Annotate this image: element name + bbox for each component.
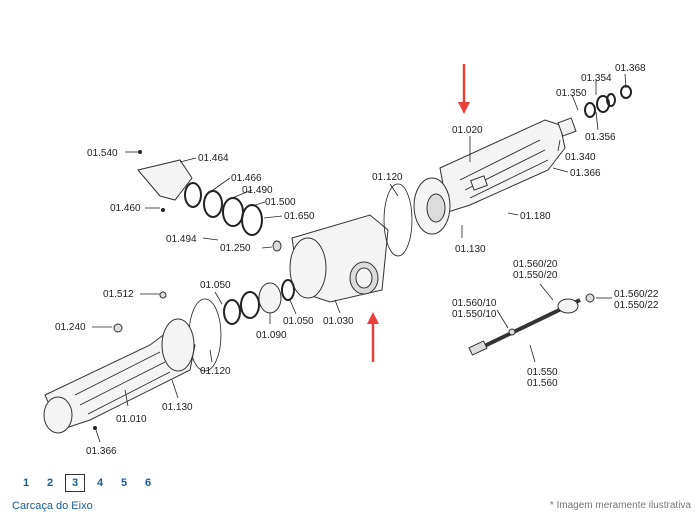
- label-01466: 01.466: [231, 173, 262, 184]
- label-0155022: 01.550/22: [614, 300, 659, 311]
- label-01650: 01.650: [284, 211, 315, 222]
- label-01030: 01.030: [323, 316, 354, 327]
- left-axle-housing: [43, 291, 196, 434]
- label-0156020: 01.560/20: [513, 259, 558, 270]
- label-01540: 01.540: [87, 148, 118, 159]
- label-01090: 01.090: [256, 330, 287, 341]
- upper-ring-stack: [184, 182, 282, 252]
- label-01354: 01.354: [581, 73, 612, 84]
- page-link-4[interactable]: 4: [96, 477, 104, 489]
- page-link-2[interactable]: 2: [46, 477, 54, 489]
- label-01366-right: 01.366: [570, 168, 601, 179]
- label-01512: 01.512: [103, 289, 134, 300]
- label-01356: 01.356: [585, 132, 616, 143]
- right-gasket: [383, 183, 413, 257]
- label-01490: 01.490: [242, 185, 273, 196]
- differential-housing: [289, 214, 389, 303]
- label-01464: 01.464: [198, 153, 229, 164]
- label-01010: 01.010: [116, 414, 147, 425]
- top-bracket: [137, 150, 193, 212]
- page-link-1[interactable]: 1: [22, 477, 30, 489]
- label-01050-bottom: 01.050: [283, 316, 314, 327]
- label-01494: 01.494: [166, 234, 197, 245]
- label-01350: 01.350: [556, 88, 587, 99]
- label-01020: 01.020: [452, 125, 483, 136]
- label-01130-right: 01.130: [455, 244, 486, 255]
- page-link-3-active[interactable]: 3: [65, 474, 85, 492]
- red-arrow-top: [458, 64, 470, 114]
- left-gasket: [188, 298, 222, 372]
- diagram-caption: Carcaça do Eixo: [12, 500, 93, 512]
- label-0156022: 01.560/22: [614, 289, 659, 300]
- label-01460: 01.460: [110, 203, 141, 214]
- red-arrow-bottom: [367, 312, 379, 362]
- pagination: 1 2 3 4 5 6: [14, 474, 160, 492]
- part-labels: 01.368 01.354 01.350 01.356 01.020 01.34…: [55, 63, 659, 457]
- label-01560: 01.560: [527, 378, 558, 389]
- label-0155010: 01.550/10: [452, 309, 497, 320]
- tie-rod-assembly: [468, 293, 595, 356]
- label-01050-top: 01.050: [200, 280, 231, 291]
- label-01366-left: 01.366: [86, 446, 117, 457]
- label-0155020: 01.550/20: [513, 270, 558, 281]
- page-link-5[interactable]: 5: [120, 477, 128, 489]
- leader-lines: [92, 73, 627, 443]
- right-end-bearings: [557, 85, 632, 137]
- label-01120-right: 01.120: [372, 172, 403, 183]
- label-01120-left: 01.120: [200, 366, 231, 377]
- label-01250: 01.250: [220, 243, 251, 254]
- label-01500: 01.500: [265, 197, 296, 208]
- label-01340: 01.340: [565, 152, 596, 163]
- label-01240: 01.240: [55, 322, 86, 333]
- illustrative-note: * Imagem meramente ilustrativa: [549, 500, 691, 511]
- page-link-6[interactable]: 6: [144, 477, 152, 489]
- label-01368: 01.368: [615, 63, 646, 74]
- exploded-axle-diagram: 01.368 01.354 01.350 01.356 01.020 01.34…: [43, 63, 659, 457]
- label-01550: 01.550: [527, 367, 558, 378]
- label-01130-left: 01.130: [162, 402, 193, 413]
- label-01180: 01.180: [520, 211, 551, 222]
- label-0156010: 01.560/10: [452, 298, 497, 309]
- right-axle-housing: [413, 119, 566, 235]
